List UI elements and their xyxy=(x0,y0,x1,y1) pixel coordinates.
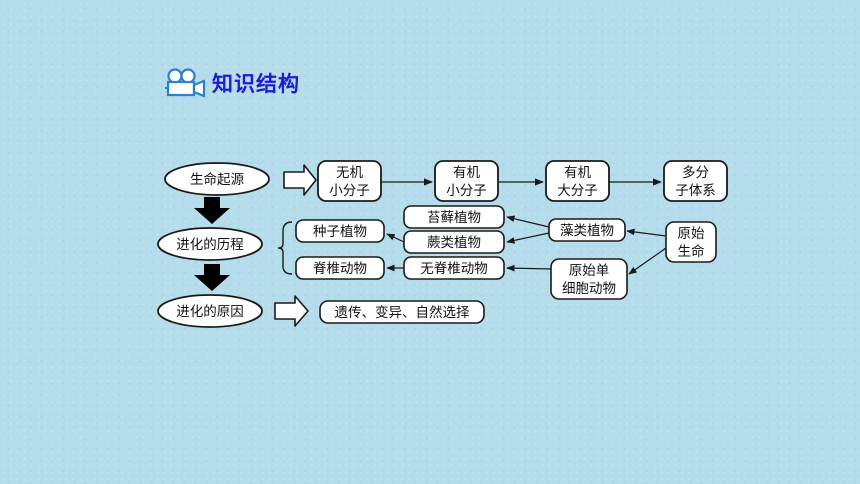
stage-evolution-cause: 进化的原因 xyxy=(157,294,263,328)
svg-text:小分子: 小分子 xyxy=(329,183,370,199)
svg-text:苔藓植物: 苔藓植物 xyxy=(427,209,481,226)
stage-evolution-history: 进化的历程 xyxy=(157,227,263,261)
svg-text:藻类植物: 藻类植物 xyxy=(560,223,614,239)
arrow-algae-to-moss xyxy=(506,215,550,228)
box-mosses: 苔藓植物 xyxy=(403,205,505,229)
box-ferns: 蕨类植物 xyxy=(403,230,505,254)
arrow-life-to-algae xyxy=(626,228,667,237)
svg-text:小分子: 小分子 xyxy=(446,183,487,199)
hollow-arrow-cause xyxy=(274,295,309,327)
box-invertebrates: 无脊椎动物 xyxy=(403,256,505,280)
svg-text:子体系: 子体系 xyxy=(675,183,716,199)
svg-text:无脊椎动物: 无脊椎动物 xyxy=(420,261,488,277)
svg-text:脊椎动物: 脊椎动物 xyxy=(313,261,367,277)
box-primitive-single-cell: 原始单 细胞动物 xyxy=(550,258,628,300)
box-organic-small-molecule: 有机 小分子 xyxy=(434,160,499,202)
stage-origin-of-life: 生命起源 xyxy=(164,162,270,196)
svg-text:遗传、变异、自然选择: 遗传、变异、自然选择 xyxy=(335,304,470,321)
box-organic-macromolecule: 有机 大分子 xyxy=(545,160,610,202)
svg-text:多分: 多分 xyxy=(682,164,709,181)
svg-text:生命: 生命 xyxy=(678,243,706,260)
stage-evolution-history-label: 进化的历程 xyxy=(176,237,244,253)
svg-text:原始: 原始 xyxy=(678,226,706,242)
svg-text:细胞动物: 细胞动物 xyxy=(562,281,616,297)
svg-text:蕨类植物: 蕨类植物 xyxy=(427,235,481,251)
svg-text:大分子: 大分子 xyxy=(557,183,598,199)
stage-origin-of-life-label: 生命起源 xyxy=(190,171,244,188)
stage-evolution-cause-label: 进化的原因 xyxy=(176,304,244,320)
box-vertebrates: 脊椎动物 xyxy=(295,256,385,280)
down-arrow-2 xyxy=(194,264,230,291)
hollow-arrow-origin xyxy=(283,164,317,196)
left-bracket xyxy=(277,221,293,275)
box-evolution-causes: 遗传、变异、自然选择 xyxy=(319,300,485,324)
arrow-fern-to-seed xyxy=(386,233,405,243)
box-multimolecular-system: 多分 子体系 xyxy=(663,160,728,202)
svg-text:种子植物: 种子植物 xyxy=(313,224,367,240)
box-inorganic-small-molecule: 无机 小分子 xyxy=(317,160,382,202)
svg-text:原始单: 原始单 xyxy=(569,263,610,279)
box-algae: 藻类植物 xyxy=(548,218,626,242)
arrow-algae-to-fern xyxy=(506,232,550,244)
arrow-single-cell-to-invertebrate xyxy=(506,264,552,272)
movie-camera-icon xyxy=(165,68,206,98)
svg-text:有机: 有机 xyxy=(453,165,480,181)
section-title: 知识结构 xyxy=(212,72,300,96)
svg-text:无机: 无机 xyxy=(336,165,363,181)
arrow-life-to-single-cell xyxy=(628,247,667,275)
box-seed-plants: 种子植物 xyxy=(295,219,385,243)
box-primitive-life: 原始 生命 xyxy=(665,221,717,263)
svg-text:有机: 有机 xyxy=(564,165,592,181)
down-arrow-1 xyxy=(194,197,230,224)
